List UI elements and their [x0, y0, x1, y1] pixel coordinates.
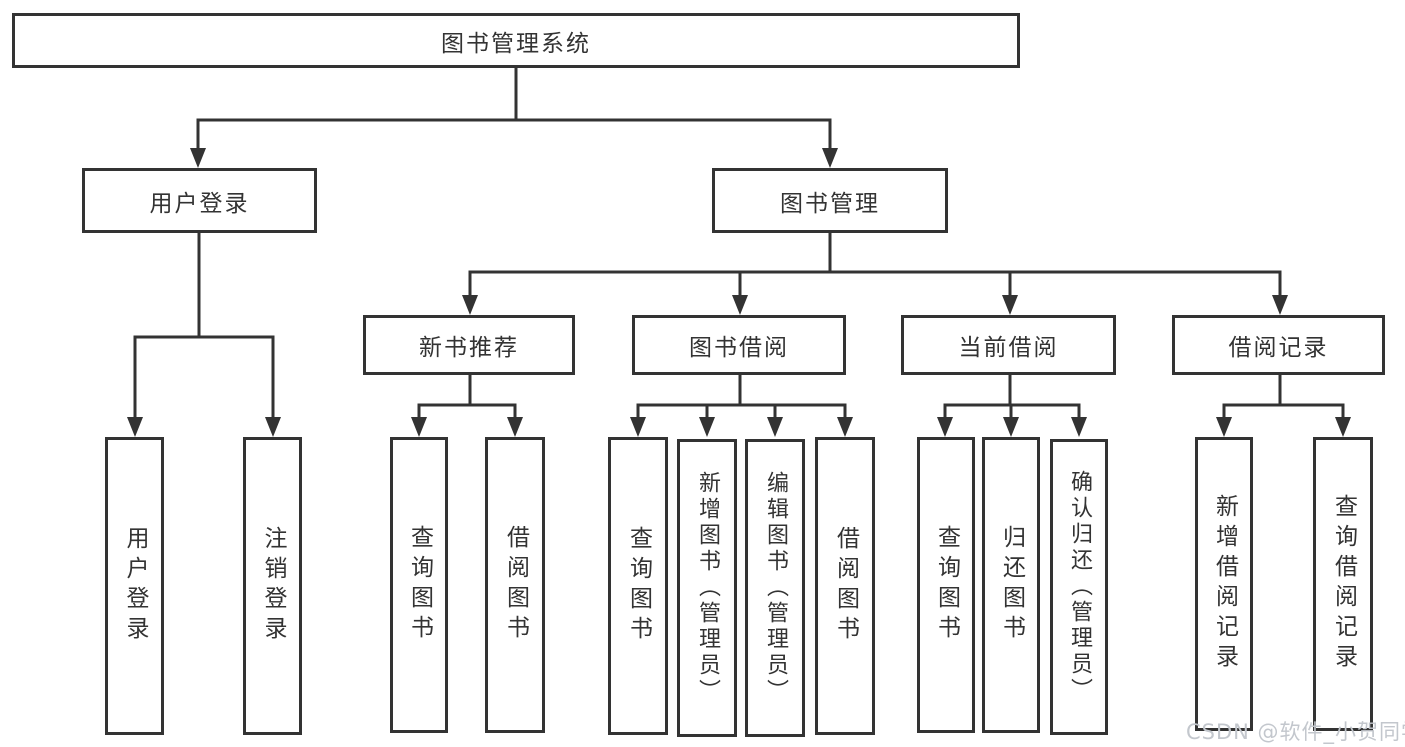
leaf-borrow-books-recommend: 借阅图书: [485, 437, 545, 733]
node-borrow-records: 借阅记录: [1172, 315, 1385, 375]
leaf-user-login: 用户登录: [105, 437, 164, 735]
leaf-borrow-books: 借阅图书: [815, 437, 875, 735]
leaf-logout: 注销登录: [243, 437, 302, 735]
node-label: 注销登录: [260, 526, 286, 646]
node-label: 图书管理: [780, 190, 880, 217]
node-label: 查询图书: [625, 526, 652, 646]
node-book-borrow: 图书借阅: [632, 315, 846, 375]
leaf-add-book-admin: 新增图书（管理员）: [677, 439, 737, 737]
node-label: 查询图书: [406, 525, 433, 645]
leaf-confirm-return-admin: 确认归还（管理员）: [1050, 439, 1108, 735]
node-label: 确认归还（管理员）: [1067, 470, 1092, 704]
node-label: 用户登录: [122, 526, 148, 646]
node-label: 归还图书: [998, 525, 1025, 645]
node-label: 图书借阅: [689, 335, 789, 361]
node-label: 图书管理系统: [441, 30, 591, 57]
node-label: 当前借阅: [958, 335, 1059, 361]
node-label: 查询借阅记录: [1330, 494, 1357, 674]
leaf-query-books-borrow: 查询图书: [608, 437, 668, 735]
leaf-query-borrow-record: 查询借阅记录: [1313, 437, 1373, 731]
node-label: 新增借阅记录: [1211, 494, 1238, 674]
node-label: 用户登录: [149, 190, 250, 217]
leaf-add-borrow-record: 新增借阅记录: [1195, 437, 1253, 731]
node-label: 查询图书: [933, 525, 960, 645]
node-new-book-recommend: 新书推荐: [363, 315, 575, 375]
node-label: 新书推荐: [419, 335, 519, 361]
node-label: 借阅图书: [832, 526, 859, 646]
node-book-management: 图书管理: [712, 168, 948, 233]
leaf-return-book: 归还图书: [982, 437, 1040, 733]
leaf-query-books-current: 查询图书: [917, 437, 975, 733]
node-label: 编辑图书（管理员）: [763, 471, 788, 705]
watermark: CSDN @软件_小贺同学: [1186, 720, 1405, 744]
node-label: 新增图书（管理员）: [695, 471, 720, 705]
leaf-query-books-recommend: 查询图书: [390, 437, 448, 733]
node-label: 借阅图书: [502, 525, 529, 645]
node-system-root: 图书管理系统: [12, 13, 1020, 68]
node-current-borrow: 当前借阅: [901, 315, 1116, 375]
node-user-login: 用户登录: [82, 168, 317, 233]
node-label: 借阅记录: [1228, 335, 1329, 361]
leaf-edit-book-admin: 编辑图书（管理员）: [745, 439, 805, 737]
